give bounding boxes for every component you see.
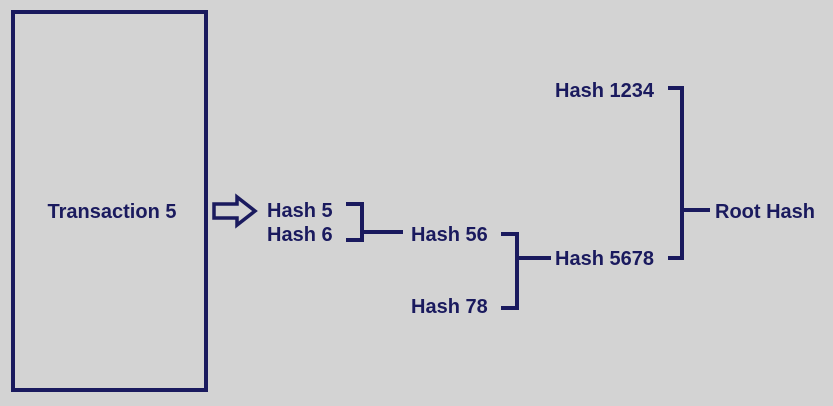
root-hash-label: Root Hash [715,201,815,223]
transaction-label: Transaction 5 [48,201,177,223]
hash-5-label: Hash 5 [267,200,333,222]
hash-6-label: Hash 6 [267,224,333,246]
hash-78-label: Hash 78 [411,296,488,318]
hash-56-label: Hash 56 [411,224,488,246]
bracket-hash-5-6 [346,202,403,242]
hash-1234-label: Hash 1234 [555,80,655,102]
transaction-box [11,10,208,392]
hash-5678-label: Hash 5678 [555,248,654,270]
bracket-hash-56-78 [501,232,551,310]
bracket-hash-1234-5678 [668,86,710,260]
hash-arrow-icon [212,193,258,229]
